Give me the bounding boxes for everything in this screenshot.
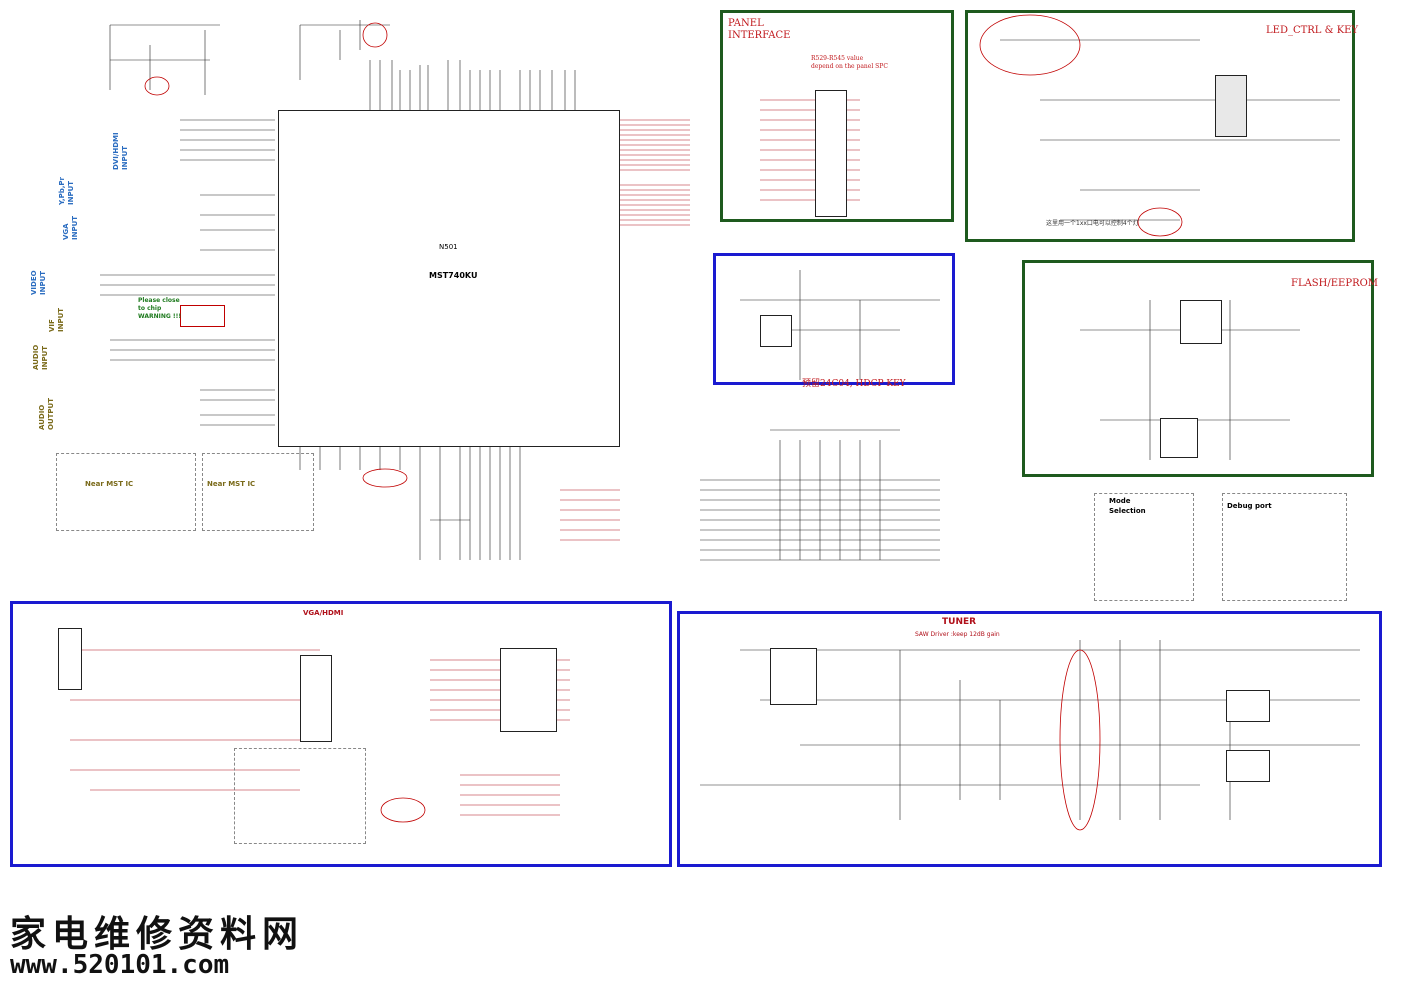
led-ctrl-key-title: LED_CTRL & KEY: [1266, 25, 1359, 36]
panel-note: R529-R545 value depend on the panel SPC: [811, 55, 888, 70]
flash-ic: [1180, 300, 1222, 344]
tuner-note: SAW Driver :keep 12dB gain: [915, 631, 1000, 638]
led-ctrl-key-box: LED_CTRL & KEY 这里用一个1xx口电可以控制4个灯: [965, 10, 1359, 242]
hdcp-eeprom: [760, 315, 792, 347]
tuner-box: TUNER SAW Driver :keep 12dB gain: [677, 611, 1382, 867]
near-mst-box-2: Near MST IC: [202, 453, 314, 531]
warning-highlight-box: [180, 305, 225, 327]
led-note: 这里用一个1xx口电可以控制4个灯: [1046, 220, 1139, 227]
side-label-vif: VIF INPUT: [48, 307, 65, 332]
watermark-url: www.520101.com: [10, 950, 230, 980]
debug-port-title: Debug port: [1227, 502, 1272, 510]
near-mst-box-1: Near MST IC: [56, 453, 196, 531]
tuner-ic: [770, 648, 817, 705]
debug-port-box: Debug port: [1222, 493, 1347, 601]
side-label-video: VIDEO INPUT: [30, 270, 47, 295]
side-label-dvi-hdmi: DVI/HDMI INPUT: [112, 132, 129, 170]
vga-hdmi-box: VGA/HDMI: [10, 601, 672, 867]
side-label-audio-in: AUDIO INPUT: [32, 344, 49, 370]
flash-eeprom-title: FLASH/EEPROM: [1291, 278, 1379, 289]
flash-eeprom-box: FLASH/EEPROM: [1022, 260, 1378, 477]
tuner-title: TUNER: [942, 617, 977, 627]
side-label-ypbpr: Y,Pb,Pr INPUT: [58, 177, 75, 205]
main-ic-ref: N501: [439, 243, 458, 251]
saw-filter-2: [1226, 750, 1270, 782]
hdmi-switch-ic: [500, 648, 557, 732]
mode-selection-box: Mode Selection: [1094, 493, 1194, 601]
side-label-vga: VGA INPUT: [62, 215, 79, 240]
hdcp-key-title: 预留24C04, HDCP KEY: [802, 379, 906, 389]
vga-hdmi-title: VGA/HDMI: [303, 609, 344, 617]
hdmi-receiver-ic: [300, 655, 332, 742]
near-mst-label-1: Near MST IC: [85, 480, 134, 488]
watermark-cn: 家电维修资料网: [10, 913, 305, 955]
main-ic-mst740ku: N501 MST740KU: [278, 110, 620, 447]
mode-selection-title: Mode Selection: [1109, 497, 1146, 515]
panel-interface-title: PANEL INTERFACE: [728, 18, 791, 41]
saw-filter-1: [1226, 690, 1270, 722]
near-mst-label-2: Near MST IC: [207, 480, 256, 488]
panel-interface-box: PANEL INTERFACE R529-R545 value depend o…: [720, 10, 954, 222]
side-label-audio-out: AUDIO OUTPUT: [38, 398, 55, 430]
hdmi-detect-box: [234, 748, 366, 844]
please-close-note: Please close to chip WARNING !!!: [138, 297, 182, 320]
vga-connector: [58, 628, 82, 690]
panel-connector: [815, 90, 847, 217]
hdcp-key-box: 预留24C04, HDCP KEY: [713, 253, 955, 389]
eeprom-ic: [1160, 418, 1198, 458]
main-ic-part: MST740KU: [429, 271, 478, 280]
header-2x5: [1215, 75, 1247, 137]
